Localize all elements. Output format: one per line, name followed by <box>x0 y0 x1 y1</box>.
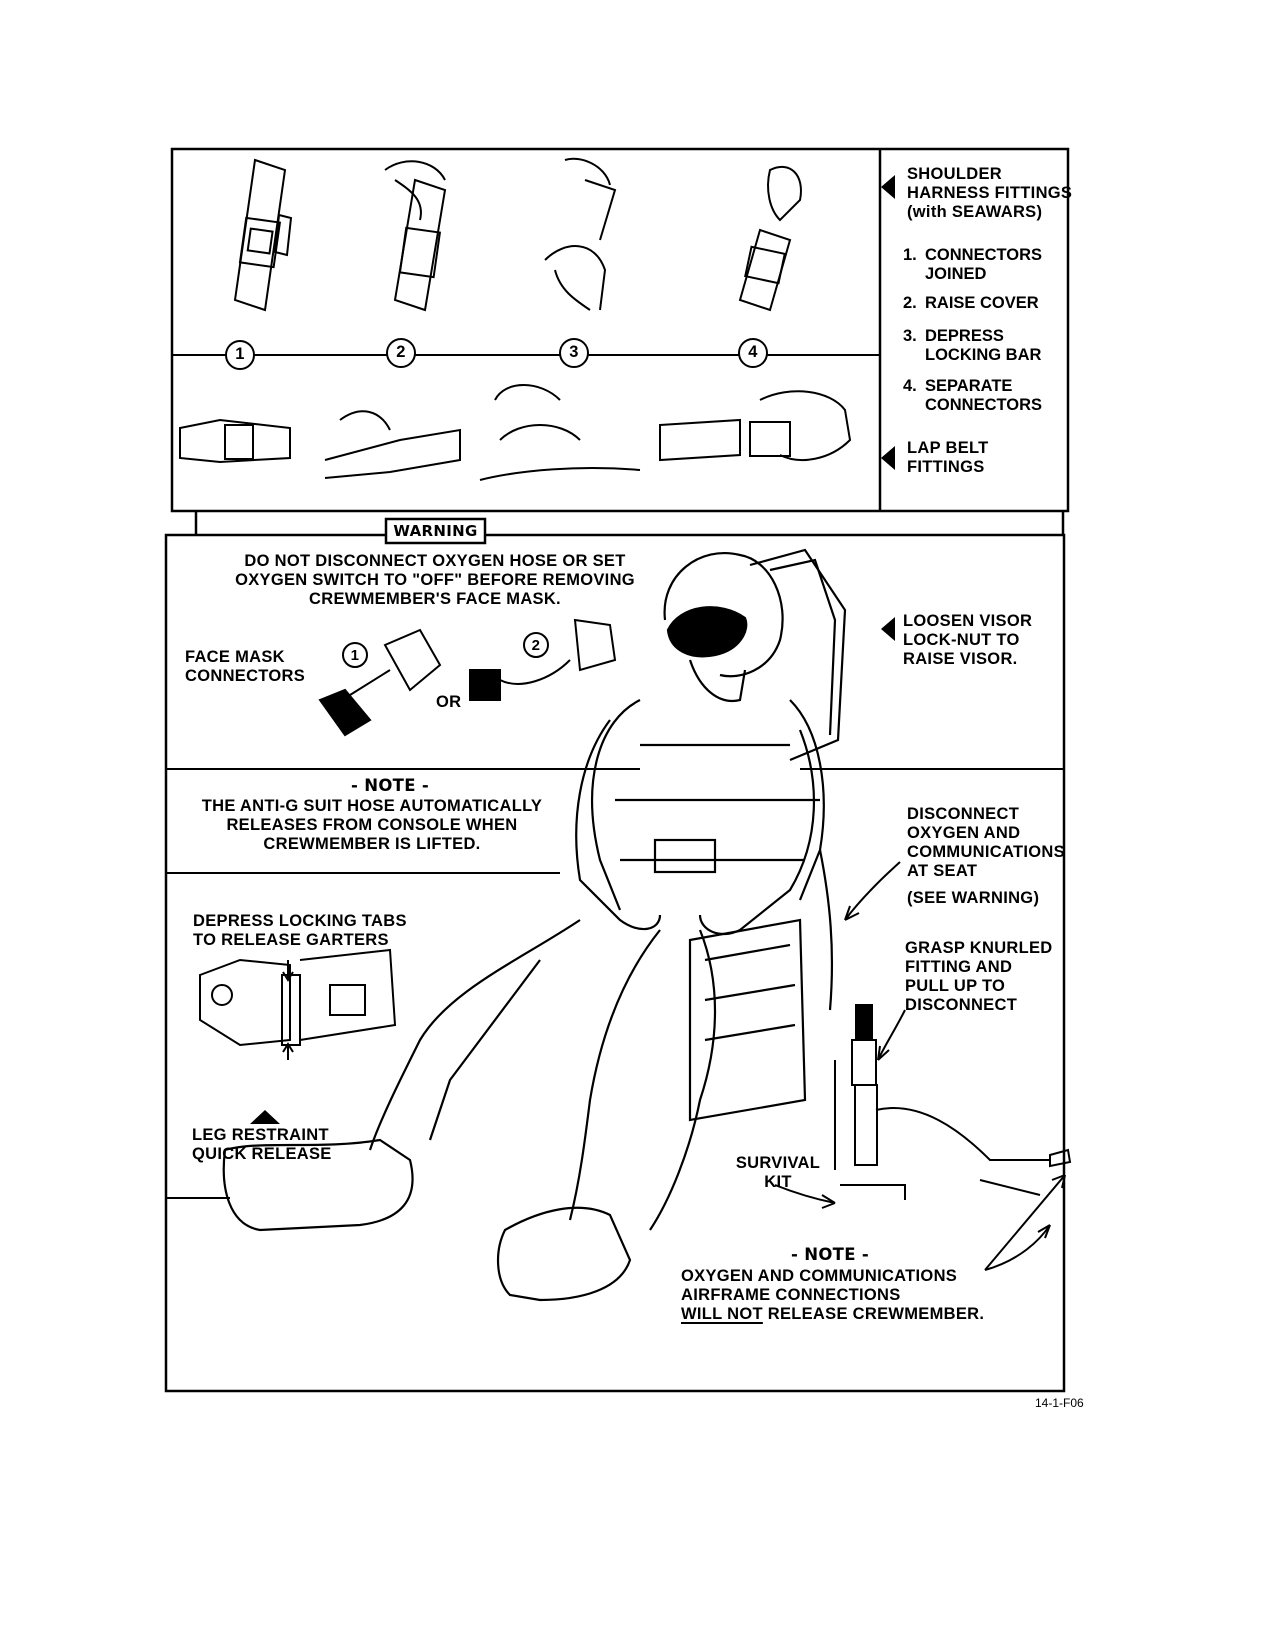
garters-label: DEPRESS LOCKING TABS TO RELEASE GARTERS <box>193 912 407 949</box>
disconnect-label: DISCONNECT OXYGEN AND COMMUNICATIONS AT … <box>907 805 1065 880</box>
figure-reference: 14-1-F06 <box>1035 1396 1084 1410</box>
shoulder-harness-heading: SHOULDER HARNESS FITTINGS (with SEAWARS) <box>907 165 1073 221</box>
shoulder-fitting-sketches <box>233 157 802 312</box>
warning-title: WARNING <box>393 522 478 540</box>
warning-box <box>384 517 487 545</box>
garter-sketch <box>199 948 397 1060</box>
main-panel-frame <box>164 533 1066 1393</box>
pointer-triangles <box>250 175 895 1124</box>
note1-title: - NOTE - <box>351 776 429 795</box>
top-panel-frame <box>170 147 1070 513</box>
face-mask-circle-1: 1 <box>350 647 360 664</box>
right-boot <box>496 1206 632 1302</box>
visor-label: LOOSEN VISOR LOCK-NUT TO RAISE VISOR. <box>903 612 1033 668</box>
face-mask-circle-2: 2 <box>531 637 541 654</box>
step-2: 2.RAISE COVER <box>903 294 1039 312</box>
survival-kit-label: SURVIVAL KIT <box>735 1154 821 1191</box>
warning-text: DO NOT DISCONNECT OXYGEN HOSE OR SET OXY… <box>235 552 635 608</box>
note2-text: OXYGEN AND COMMUNICATIONS AIRFRAME CONNE… <box>681 1267 985 1323</box>
step-circles <box>225 338 768 370</box>
lap-belt-sketches <box>179 384 852 481</box>
step-circle-1: 1 <box>235 345 245 363</box>
callout-arrows <box>774 861 1066 1271</box>
visor <box>666 606 748 658</box>
note1-text: THE ANTI-G SUIT HOSE AUTOMATICALLY RELEA… <box>201 797 543 853</box>
face-mask-connector-sketches <box>318 618 617 737</box>
crewmember-figure <box>222 548 847 1302</box>
lap-belt-heading: LAP BELT FITTINGS <box>907 439 989 476</box>
step-circle-2: 2 <box>396 343 406 361</box>
leg-restraint-label: LEG RESTRAINT QUICK RELEASE <box>192 1126 332 1163</box>
left-boot <box>222 1138 414 1232</box>
note2-title: - NOTE - <box>791 1245 869 1264</box>
see-warning-label: (SEE WARNING) <box>907 889 1040 907</box>
grasp-label: GRASP KNURLED FITTING AND PULL UP TO DIS… <box>905 939 1053 1014</box>
survival-kit-fitting-sketch <box>834 1004 1072 1200</box>
face-mask-label: FACE MASK CONNECTORS <box>185 648 306 685</box>
will-not-underlined: WILL NOT <box>681 1305 763 1323</box>
step-circle-3: 3 <box>569 343 579 361</box>
step-circle-4: 4 <box>748 343 758 361</box>
face-mask-or: OR <box>436 693 462 711</box>
